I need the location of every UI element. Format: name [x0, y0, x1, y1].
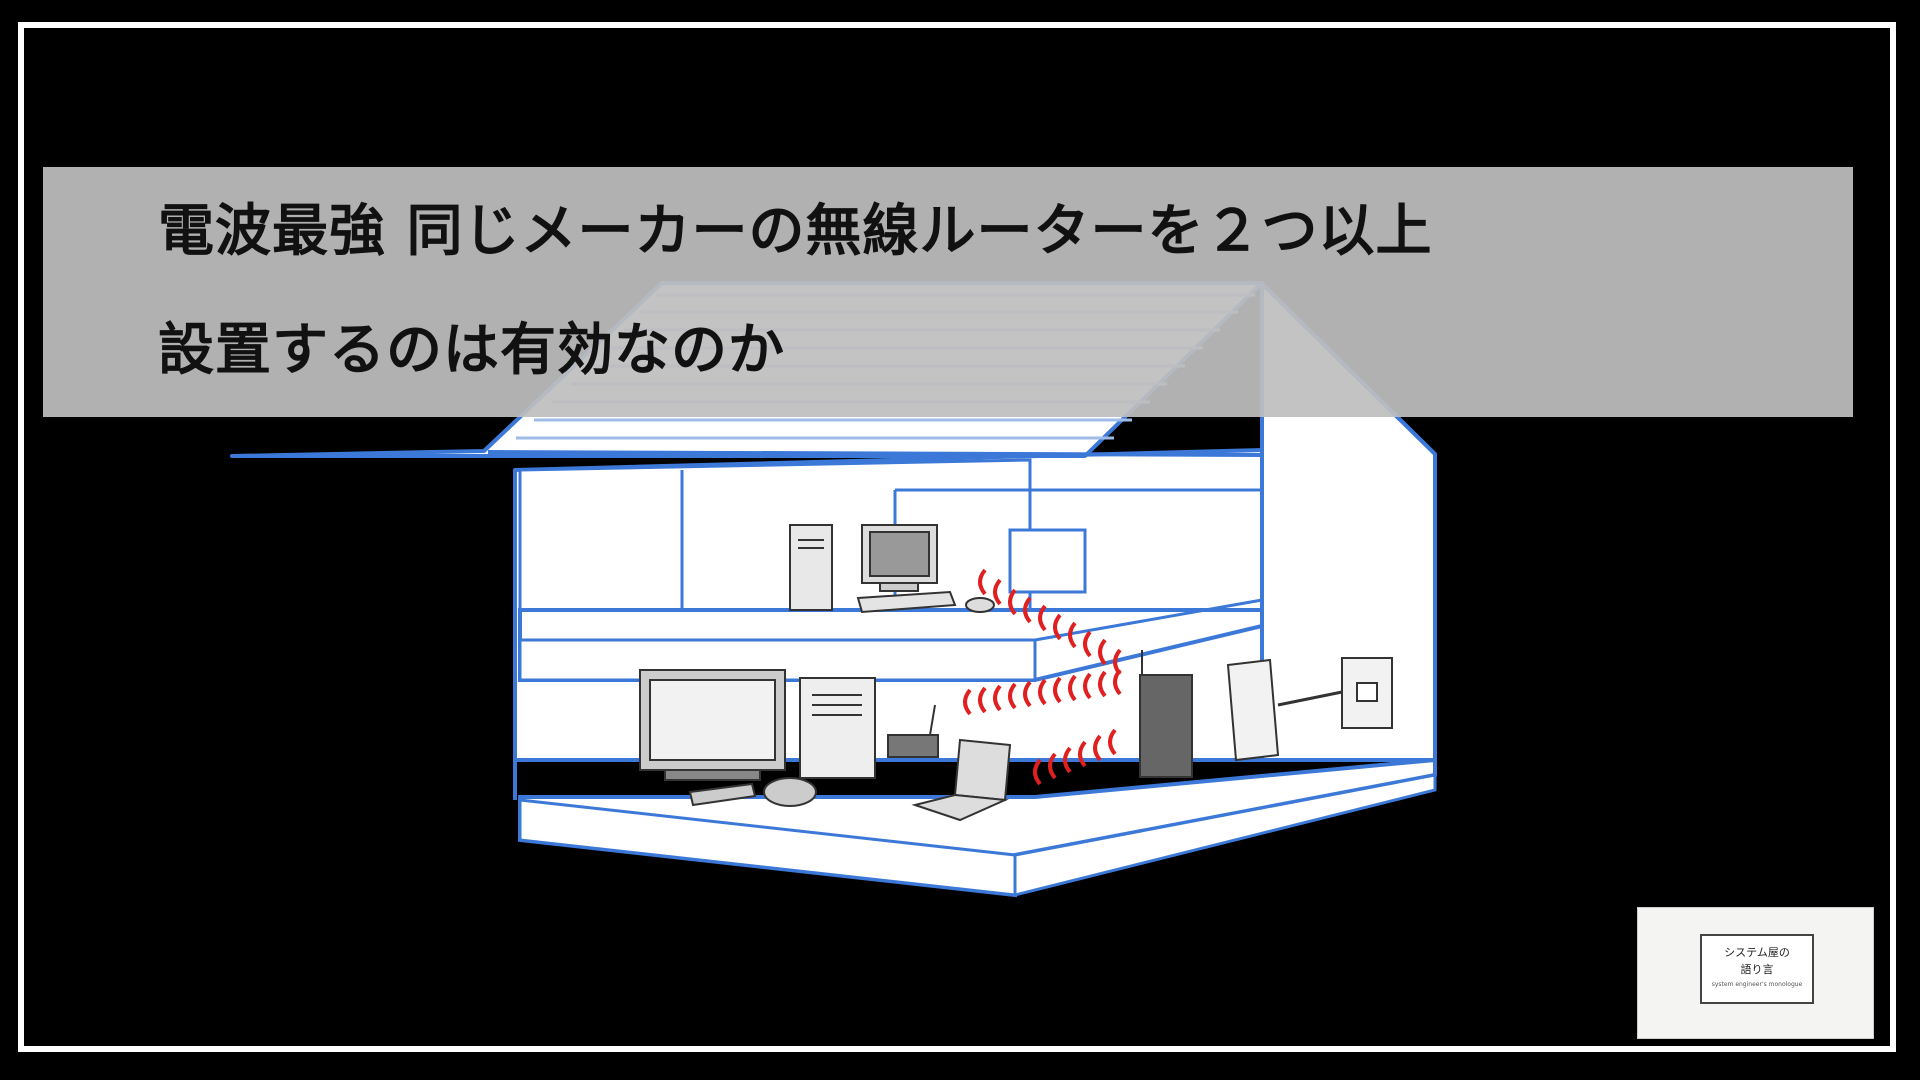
mouse-icon — [966, 598, 994, 612]
game-controller-icon — [764, 778, 816, 806]
tower-pc-icon — [800, 678, 875, 778]
logo-subtitle: system engineer's monologue — [1702, 981, 1812, 988]
desktop-pc-icon — [790, 525, 832, 610]
logo-text-1: システム屋の — [1702, 944, 1812, 960]
onu-modem-icon — [1228, 660, 1278, 760]
logo-text-2: 語り言 — [1702, 961, 1812, 977]
tv-icon — [640, 670, 785, 780]
monitor-icon — [862, 525, 937, 591]
logo-screen: システム屋の 語り言 system engineer's monologue — [1700, 934, 1814, 1004]
wall-socket-icon — [1342, 658, 1392, 728]
title-line-2: 設置するのは有効なのか — [158, 305, 785, 386]
site-logo: システム屋の 語り言 system engineer's monologue — [1637, 907, 1874, 1039]
title-line-1: 電波最強 同じメーカーの無線ルーターを２つ以上 — [158, 186, 1433, 267]
